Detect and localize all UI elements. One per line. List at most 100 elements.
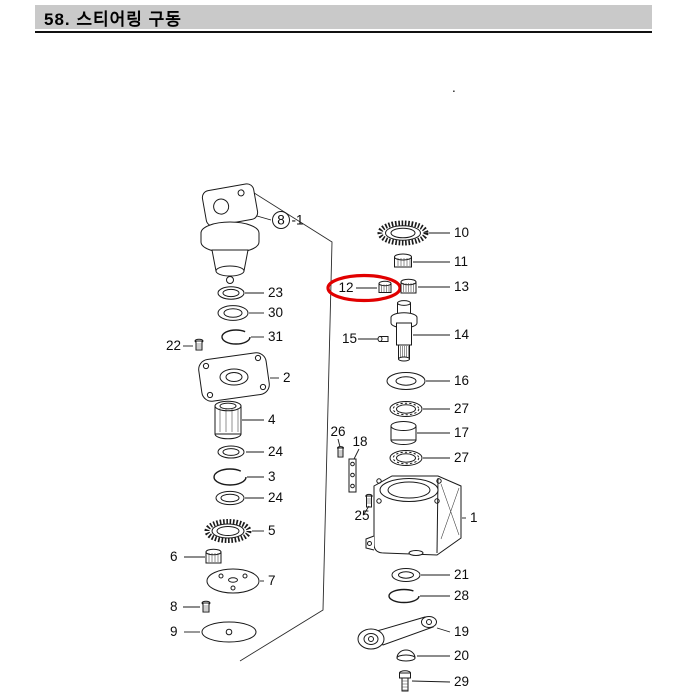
callout-11: 11 bbox=[454, 254, 468, 269]
part-flange-plate-2 bbox=[198, 352, 270, 402]
bracket-hole bbox=[350, 472, 355, 478]
callout-28: 28 bbox=[454, 588, 469, 603]
callout-19: 19 bbox=[454, 624, 469, 639]
motor-bolt-hole bbox=[237, 189, 245, 197]
part-bushing-4 bbox=[214, 400, 242, 440]
bearing-inner bbox=[396, 404, 416, 414]
shaft-tip bbox=[398, 356, 410, 362]
part-washer-30 bbox=[217, 305, 249, 321]
leader-26 bbox=[337, 438, 341, 448]
callout-4: 4 bbox=[268, 412, 276, 427]
bracket-body bbox=[348, 458, 357, 493]
plate-hole bbox=[242, 573, 248, 579]
hub-splines bbox=[397, 258, 411, 266]
callout-8-1: 8 bbox=[277, 213, 285, 228]
bolt-shank bbox=[401, 677, 409, 692]
housing-bottom-bore bbox=[408, 550, 424, 556]
part-end-plate-7 bbox=[206, 568, 260, 594]
callout-31: 31 bbox=[268, 329, 283, 344]
bushing-knurl bbox=[219, 408, 239, 432]
part-bearing-27a bbox=[389, 401, 423, 417]
part-screw-22 bbox=[194, 338, 204, 351]
washer-inner bbox=[395, 376, 417, 386]
screw-shank bbox=[366, 495, 372, 508]
motor-top-plate bbox=[201, 183, 259, 227]
ring-outer bbox=[217, 445, 245, 459]
motor-shaft-stub bbox=[226, 276, 234, 284]
disc-center-hole bbox=[225, 628, 233, 636]
callout-3: 3 bbox=[268, 469, 276, 484]
ring-outer bbox=[215, 490, 245, 506]
washer-outer bbox=[386, 372, 426, 390]
callout-1: 1 bbox=[470, 510, 478, 525]
callout-17: 17 bbox=[454, 425, 469, 440]
plate-face bbox=[206, 568, 260, 594]
part-disc-9 bbox=[201, 621, 257, 643]
highlight-ellipse-12 bbox=[326, 273, 402, 303]
callout-27b: 27 bbox=[454, 450, 469, 465]
part-bearing-27b bbox=[389, 450, 423, 466]
housing-tab bbox=[365, 535, 375, 551]
arm-eye-bore bbox=[426, 619, 432, 625]
part-ring-24a bbox=[217, 445, 245, 459]
callout-6: 6 bbox=[170, 549, 178, 564]
callout-15: 15 bbox=[342, 331, 357, 346]
callout-20: 20 bbox=[454, 648, 469, 663]
flange-hole bbox=[202, 362, 210, 370]
gear-teeth bbox=[403, 283, 414, 292]
part-snap-ring-28 bbox=[388, 588, 420, 604]
part-steering-shaft-14 bbox=[390, 300, 418, 362]
callout-25: 25 bbox=[354, 508, 369, 523]
callout-9: 9 bbox=[170, 624, 178, 639]
housing-opening-inner bbox=[387, 481, 431, 499]
bushing-top bbox=[378, 280, 392, 287]
bushing-bore bbox=[219, 402, 237, 410]
part-bushing-12 bbox=[378, 280, 392, 293]
part-ring-24b bbox=[215, 490, 245, 506]
section-title: 58. 스티어링 구동 bbox=[44, 9, 182, 29]
pin-head bbox=[377, 336, 383, 342]
flange-hole bbox=[254, 354, 262, 362]
bolt-shank bbox=[337, 447, 344, 458]
plate-hole bbox=[218, 573, 224, 579]
callout-2: 2 bbox=[283, 370, 291, 385]
part-screw-8 bbox=[201, 600, 211, 613]
callout-circle-8 bbox=[272, 211, 290, 229]
screw-shank bbox=[202, 602, 210, 613]
callout-24a: 24 bbox=[268, 444, 284, 459]
washer-inner bbox=[398, 571, 414, 579]
pinion-teeth bbox=[208, 553, 219, 562]
screw-threads bbox=[366, 498, 372, 504]
part-snap-ring-3 bbox=[213, 468, 247, 486]
washer-outer bbox=[217, 305, 249, 321]
stray-dot: . bbox=[452, 80, 456, 95]
diagram-frame-line bbox=[239, 190, 333, 662]
callout-10: 10 bbox=[454, 225, 469, 240]
callout-18: 18 bbox=[352, 434, 367, 449]
callout-14: 14 bbox=[454, 327, 470, 342]
screw-shank bbox=[195, 340, 203, 351]
callout-8-1-suffix: -1 bbox=[292, 213, 304, 228]
header-rule bbox=[35, 31, 652, 33]
part-bolt-26 bbox=[337, 446, 344, 458]
nut-base bbox=[396, 654, 416, 662]
callout-16: 16 bbox=[454, 373, 469, 388]
motor-cover bbox=[201, 183, 259, 227]
part-bolt-29 bbox=[399, 670, 411, 692]
bearing-balls bbox=[392, 402, 420, 416]
bushing-body bbox=[214, 405, 242, 435]
part-pitman-arm-19 bbox=[357, 616, 437, 650]
washer-outer bbox=[391, 568, 421, 582]
part-pin-15 bbox=[377, 336, 389, 342]
washer-inner bbox=[223, 308, 243, 318]
ring-inner bbox=[220, 493, 240, 503]
housing-bolt-hole bbox=[376, 478, 382, 484]
part-gear-13 bbox=[400, 278, 417, 294]
bracket-hole bbox=[350, 483, 355, 489]
motor-port-hole bbox=[213, 198, 230, 215]
part-ring-23 bbox=[217, 286, 245, 300]
housing-bolt-hole bbox=[434, 498, 440, 504]
callout-26: 26 bbox=[330, 424, 345, 439]
part-gerotor-motor bbox=[200, 183, 260, 284]
bolt-threads bbox=[338, 450, 343, 456]
